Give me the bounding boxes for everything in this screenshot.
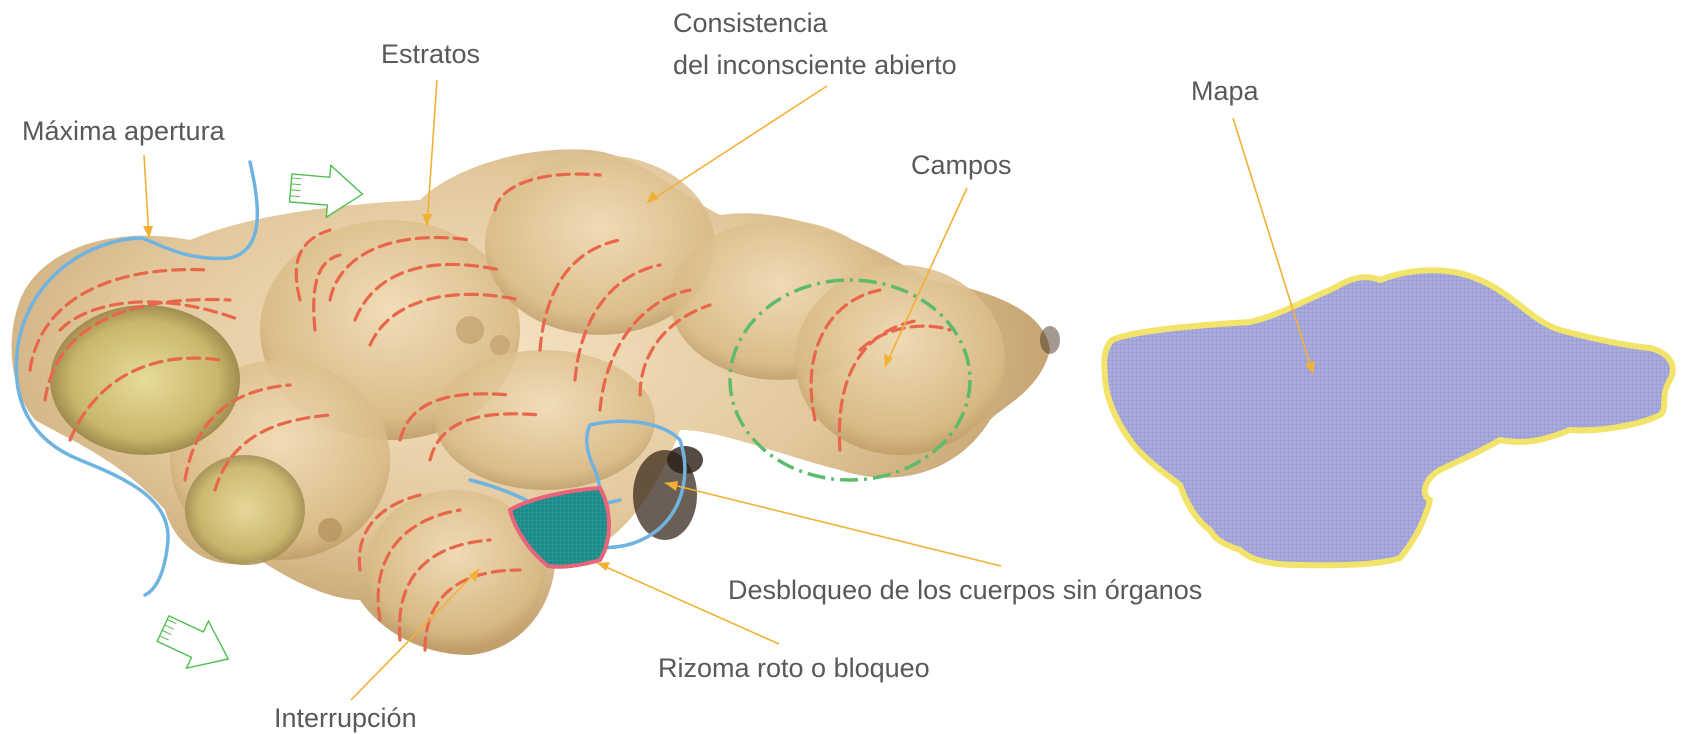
label-mapa: Mapa: [1191, 76, 1260, 106]
label-interrupcion: Interrupción: [274, 703, 417, 733]
leader-desbloqueo: [665, 483, 1001, 566]
label-estratos: Estratos: [381, 39, 480, 69]
label-campos: Campos: [911, 150, 1012, 180]
hollow-right-arrow-icon: [152, 605, 239, 683]
leader-consistencia: [647, 86, 827, 203]
label-maxima-apertura: Máxima apertura: [22, 116, 226, 146]
label-rizoma-roto: Rizoma roto o bloqueo: [658, 653, 930, 683]
leader-maxima-apertura: [144, 155, 149, 238]
label-consistencia-line1: Consistencia: [673, 8, 829, 38]
label-desbloqueo: Desbloqueo de los cuerpos sin órganos: [728, 575, 1202, 605]
mapa-shape: [1104, 270, 1673, 565]
label-consistencia-line2: del inconsciente abierto: [673, 50, 957, 80]
